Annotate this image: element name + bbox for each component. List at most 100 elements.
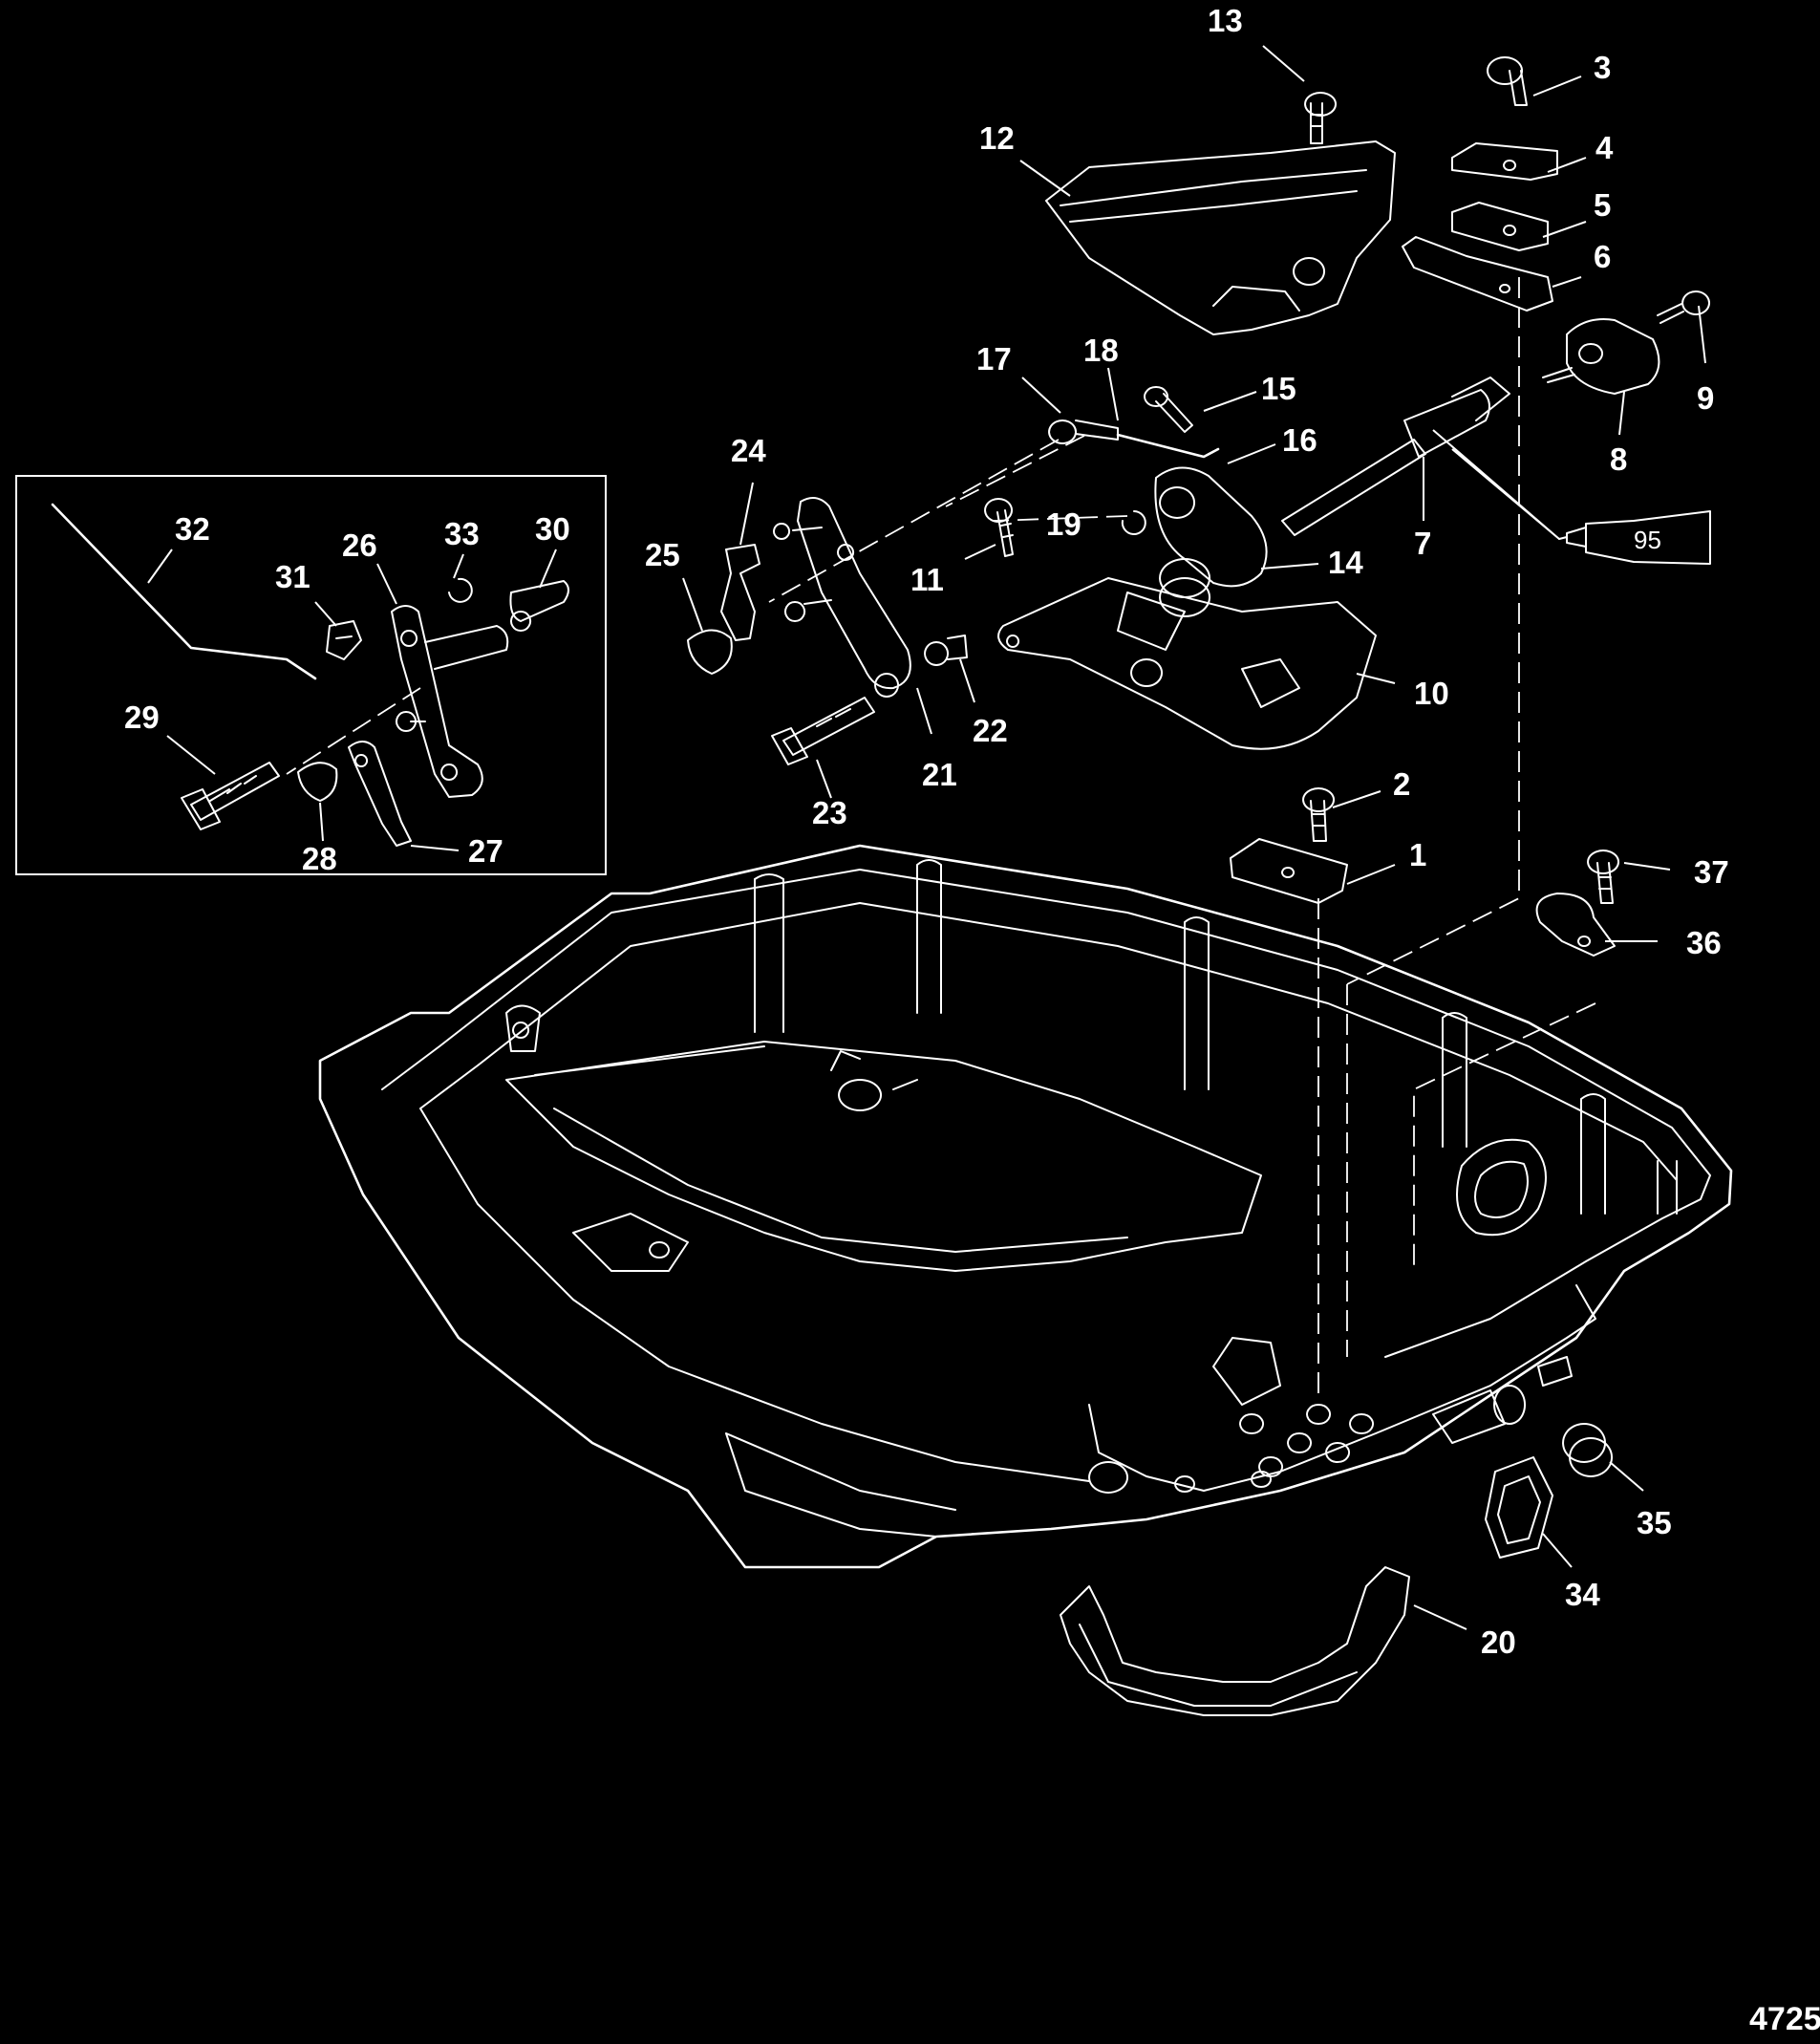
part-1-plate <box>1230 838 1348 904</box>
leader-25 <box>682 577 703 632</box>
part-26-lever-shaft <box>424 625 509 670</box>
part-36-cable-clamp <box>1535 893 1616 957</box>
leader-1 <box>1346 864 1396 885</box>
callout-23: 23 <box>812 795 847 830</box>
part-30-bushing <box>509 580 569 632</box>
part-15-screw <box>1144 386 1193 433</box>
part-2-screw <box>1302 787 1336 842</box>
callout-3: 3 <box>1594 50 1611 85</box>
callout-34: 34 <box>1565 1577 1600 1612</box>
tube-leader <box>1432 429 1560 540</box>
callout-18: 18 <box>1083 333 1119 368</box>
part-10-mounting-bracket <box>997 577 1377 750</box>
part-11-screw <box>984 498 1014 557</box>
sealant-tube-icon <box>1558 510 1711 565</box>
bottom-cowl-floor <box>505 1041 1262 1272</box>
part-32-linkage-rod <box>51 503 317 680</box>
inset-detail-frame <box>15 475 607 875</box>
part-13-screw <box>1304 92 1338 144</box>
callout-35: 35 <box>1637 1505 1672 1540</box>
part-21-throttle-lever <box>797 497 911 698</box>
callout-30: 30 <box>535 511 570 547</box>
assembly-line-d <box>1413 1002 1596 1271</box>
callout-24: 24 <box>731 433 766 468</box>
callout-32: 32 <box>175 511 210 547</box>
callout-11: 11 <box>910 562 944 597</box>
part-14-bushing <box>1159 558 1211 617</box>
callout-33: 33 <box>444 516 480 551</box>
callout-10: 10 <box>1414 676 1449 711</box>
part-7-shift-shaft <box>1281 377 1510 536</box>
callout-2: 2 <box>1393 766 1410 802</box>
assembly-line-f <box>286 687 421 775</box>
part-20-front-cover <box>1060 1566 1410 1716</box>
callout-37: 37 <box>1694 854 1729 890</box>
part-26-throttle-lever <box>391 605 483 798</box>
leader-5 <box>1542 221 1587 238</box>
callout-20: 20 <box>1481 1624 1516 1660</box>
assembly-line-a <box>1346 277 1520 985</box>
part-35-plug <box>1562 1423 1614 1477</box>
callout-6: 6 <box>1594 239 1611 274</box>
callout-13: 13 <box>1208 3 1243 38</box>
leader-28 <box>319 802 324 842</box>
part-23-screw <box>771 697 875 765</box>
leader-12 <box>1019 160 1071 197</box>
callout-22: 22 <box>973 713 1008 748</box>
leader-35 <box>1609 1461 1644 1492</box>
leader-24 <box>739 482 754 546</box>
callout-21: 21 <box>922 757 957 792</box>
callout-17: 17 <box>976 341 1012 377</box>
part-14-lever-arm <box>1154 466 1268 588</box>
bottom-cowl-center-boss <box>830 1050 918 1111</box>
part-5-plate <box>1451 202 1549 251</box>
leader-3 <box>1532 75 1582 97</box>
part-34-grommet <box>1485 1456 1553 1559</box>
bottom-cowl-left-boss <box>505 1004 689 1272</box>
part-28-cap <box>297 762 338 802</box>
callout-36: 36 <box>1686 925 1722 960</box>
leader-16 <box>1227 443 1276 464</box>
leader-18 <box>1107 367 1119 421</box>
leader-6 <box>1552 276 1582 288</box>
callout-25: 25 <box>645 537 680 572</box>
part-4-plate <box>1451 142 1558 181</box>
part-18-link-rod <box>1116 433 1220 459</box>
leader-30 <box>539 549 557 589</box>
leader-8 <box>1618 391 1625 436</box>
part-6-plate <box>1402 236 1553 312</box>
callout-19: 19 <box>1046 506 1081 542</box>
callout-28: 28 <box>302 841 337 876</box>
bottom-cowl-outer <box>318 844 1733 1569</box>
leader-29 <box>166 735 216 775</box>
bottom-cowl-front-latch <box>1432 1356 1573 1444</box>
leader-13 <box>1262 45 1305 82</box>
part-19-e-clip <box>1121 510 1146 535</box>
bottom-cowl-inner-rim <box>419 902 1678 1482</box>
leader-21 <box>916 687 932 735</box>
part-9-screw <box>1657 290 1711 324</box>
bottom-cowl-rim <box>381 869 1711 1358</box>
bottom-cowl-posts <box>754 859 1678 1215</box>
callout-15: 15 <box>1261 371 1296 406</box>
callout-5: 5 <box>1594 187 1611 223</box>
leader-26 <box>376 563 397 605</box>
part-3-screw <box>1487 56 1528 106</box>
leader-37 <box>1623 862 1671 871</box>
bottom-cowl-mount-cluster <box>1212 1337 1375 1477</box>
part-33-e-clip <box>448 577 473 603</box>
leader-20 <box>1413 1604 1467 1630</box>
callout-8: 8 <box>1610 441 1627 477</box>
bottom-cowl-skirt <box>725 1432 956 1538</box>
callout-27: 27 <box>468 833 503 869</box>
bottom-cowl-front-panel <box>1088 1284 1596 1494</box>
part-26-pin <box>396 711 426 732</box>
leader-15 <box>1203 391 1257 412</box>
callout-7: 7 <box>1414 526 1431 561</box>
leader-31 <box>314 601 337 627</box>
part-8-cable-anchor <box>1542 318 1660 395</box>
part-17-rod-end <box>1048 420 1119 444</box>
leader-34 <box>1542 1533 1573 1568</box>
callout-14: 14 <box>1328 545 1363 580</box>
callout-1: 1 <box>1409 837 1426 872</box>
